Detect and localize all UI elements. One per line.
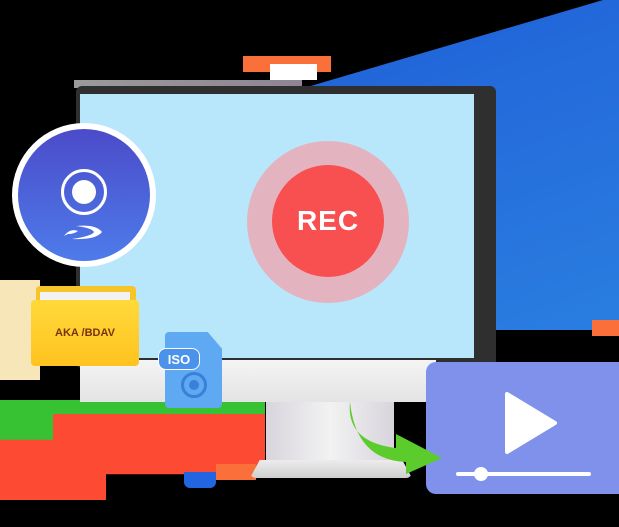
curved-arrow-icon: [349, 402, 442, 474]
bluray-logo-icon: [64, 225, 102, 240]
iso-label: ISO: [158, 348, 200, 370]
iso-disc-center: [189, 380, 199, 390]
orange-accent-small: [216, 464, 256, 480]
iso-disc-icon: [181, 372, 207, 398]
white-accent-bar: [270, 64, 317, 80]
video-progress-bar[interactable]: [456, 472, 591, 476]
rec-button[interactable]: REC: [272, 165, 384, 277]
play-icon[interactable]: [503, 390, 559, 456]
monitor-stand-base: [250, 460, 412, 478]
blue-accent-small: [184, 472, 216, 488]
gray-accent-strip: [74, 80, 302, 88]
orange-accent-right: [592, 320, 619, 336]
disc-ring-icon: [61, 169, 107, 215]
monitor-chin: [80, 360, 436, 402]
video-progress-knob[interactable]: [474, 467, 488, 481]
disc-center-icon: [72, 180, 96, 204]
monitor-stand: [266, 402, 394, 464]
folder-icon: AKA /BDAV: [31, 300, 139, 366]
